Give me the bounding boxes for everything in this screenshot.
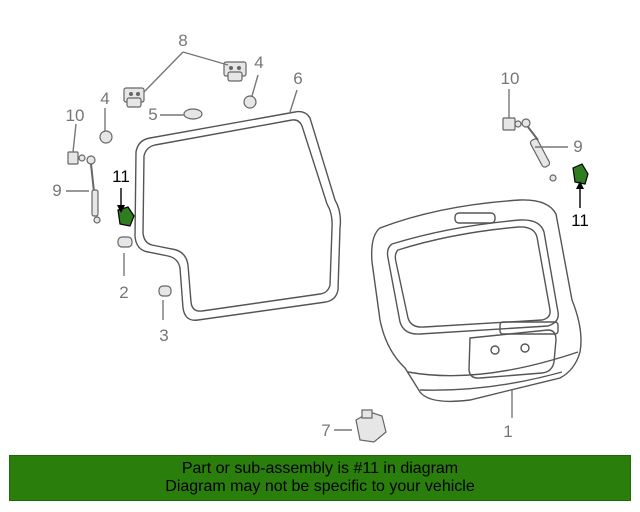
bumper-right (243, 95, 257, 109)
hinge-left (123, 87, 145, 108)
highlighted-part-11-left (117, 206, 135, 227)
callout-5: 5 (148, 105, 157, 124)
callout-1: 1 (503, 422, 512, 441)
lift-gate (370, 199, 582, 403)
callout-9-left: 9 (52, 181, 61, 200)
callout-9-right: 9 (573, 137, 582, 156)
strut-right (521, 118, 557, 182)
callout-11-left: 11 (112, 167, 130, 186)
highlighted-part-11-right (572, 163, 589, 185)
hinge-right (223, 61, 247, 82)
leader-lines (66, 51, 584, 431)
banner-line-1: Part or sub-assembly is #11 in diagram (181, 460, 459, 477)
striker-left (67, 151, 86, 165)
bumper-left (99, 130, 113, 144)
latch (355, 409, 387, 443)
callout-4-left: 4 (100, 89, 109, 108)
callout-10-left: 10 (66, 106, 85, 125)
strut-left (86, 155, 101, 224)
parts-diagram: 1 2 3 4 4 5 6 7 8 9 9 10 10 11 11 (52, 31, 589, 443)
info-banner: Part or sub-assembly is #11 in diagram D… (9, 455, 631, 501)
callout-3: 3 (159, 326, 168, 345)
callout-4-right: 4 (254, 53, 263, 72)
callout-6: 6 (293, 69, 302, 88)
callout-2: 2 (119, 283, 128, 302)
callout-numbers: 1 2 3 4 4 5 6 7 8 9 9 10 10 11 11 (52, 31, 589, 441)
banner-line-2: Diagram may not be specific to your vehi… (165, 478, 475, 495)
callout-11-right: 11 (571, 211, 589, 230)
weatherstrip-seal (134, 110, 342, 321)
grommet (183, 108, 203, 120)
bushing (117, 236, 133, 248)
callout-10-right: 10 (501, 69, 520, 88)
striker-right (502, 117, 522, 131)
callout-8: 8 (178, 31, 187, 50)
clip (158, 285, 172, 297)
callout-7: 7 (321, 421, 330, 440)
